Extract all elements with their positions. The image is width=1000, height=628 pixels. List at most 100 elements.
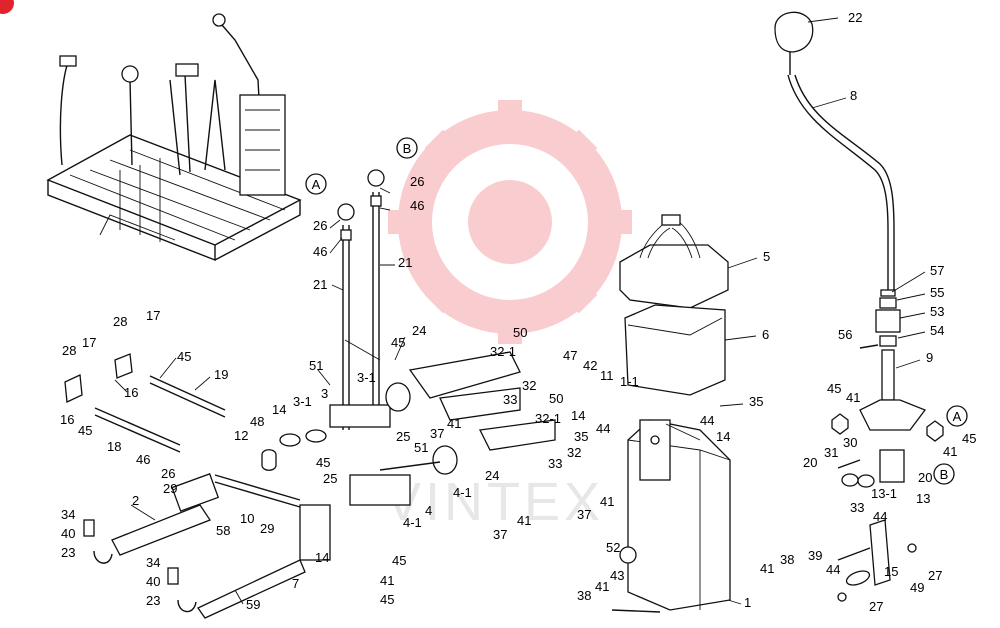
part-label-37a: 37	[577, 507, 591, 522]
part-label-17b: 17	[82, 335, 96, 350]
part-label-41c: 41	[760, 561, 774, 576]
part-label-3-1b: 3-1	[293, 394, 312, 409]
left-shafts	[64, 353, 331, 619]
part-label-45f: 45	[380, 592, 394, 607]
part-label-42: 42	[583, 358, 597, 373]
part-label-4: 4	[425, 503, 432, 518]
part-label-24b: 24	[485, 468, 499, 483]
part-label-41f: 41	[447, 416, 461, 431]
part-label-38a: 38	[780, 552, 794, 567]
part-label-29b: 29	[163, 481, 177, 496]
part-label-34b: 34	[146, 555, 160, 570]
part-label-3: 3	[321, 386, 328, 401]
center-linkage	[329, 169, 556, 506]
watermark-text: VINTEX	[385, 472, 604, 532]
part-label-44a: 44	[700, 413, 714, 428]
part-label-41e: 41	[600, 494, 614, 509]
part-label-3-1a: 3-1	[357, 370, 376, 385]
part-label-26c: 26	[313, 218, 327, 233]
part-number-labels: 2285755535456945414541303120201313-13344…	[60, 10, 976, 614]
part-label-1-1: 1-1	[620, 374, 639, 389]
callout-label-B-right: B	[940, 467, 949, 482]
part-label-27a: 27	[928, 568, 942, 583]
callout-circle-B-right	[933, 463, 955, 485]
part-label-14b: 14	[571, 408, 585, 423]
part-label-28b: 28	[62, 343, 76, 358]
callout-label-A-top: A	[312, 177, 321, 192]
part-label-45g: 45	[177, 349, 191, 364]
part-label-7: 7	[292, 576, 299, 591]
part-label-46b: 46	[410, 198, 424, 213]
part-label-6: 6	[762, 327, 769, 342]
part-label-45a: 45	[827, 381, 841, 396]
part-label-14d: 14	[272, 402, 286, 417]
part-label-41h: 41	[380, 573, 394, 588]
part-label-24a: 24	[412, 323, 426, 338]
part-label-30: 30	[843, 435, 857, 450]
part-label-35b: 35	[574, 429, 588, 444]
part-label-46a: 46	[136, 452, 150, 467]
part-label-25a: 25	[396, 429, 410, 444]
part-label-4-1b: 4-1	[403, 515, 422, 530]
part-label-45e: 45	[392, 553, 406, 568]
corner-badge	[0, 0, 14, 14]
part-label-32a: 32	[522, 378, 536, 393]
part-label-29a: 29	[260, 521, 274, 536]
part-label-41d: 41	[595, 579, 609, 594]
part-label-39: 39	[808, 548, 822, 563]
part-label-33b: 33	[548, 456, 562, 471]
callout-group: A B A B	[305, 137, 968, 485]
part-label-50a: 50	[549, 391, 563, 406]
part-label-48: 48	[250, 414, 264, 429]
part-label-46c: 46	[313, 244, 327, 259]
part-label-59: 59	[246, 597, 260, 612]
part-label-50b: 50	[513, 325, 527, 340]
callout-circle-A-right	[946, 405, 968, 427]
control-lever-assembly	[774, 11, 944, 602]
part-label-54: 54	[930, 323, 944, 338]
part-label-32b: 32	[567, 445, 581, 460]
part-label-45b: 45	[962, 431, 976, 446]
part-label-9: 9	[926, 350, 933, 365]
part-label-35a: 35	[749, 394, 763, 409]
part-label-14c: 14	[315, 550, 329, 565]
part-label-47: 47	[563, 348, 577, 363]
part-label-2: 2	[132, 493, 139, 508]
callout-label-A-right: A	[953, 409, 962, 424]
part-label-56: 56	[838, 327, 852, 342]
part-label-51a: 51	[309, 358, 323, 373]
callout-label-B-top: B	[403, 141, 412, 156]
base-body	[611, 419, 731, 613]
part-label-58: 58	[216, 523, 230, 538]
part-label-11: 11	[600, 368, 614, 383]
part-label-43: 43	[610, 568, 624, 583]
part-label-27b: 27	[869, 599, 883, 614]
part-label-38b: 38	[577, 588, 591, 603]
part-label-20a: 20	[803, 455, 817, 470]
leader-lines	[114, 17, 926, 605]
part-label-13-1: 13-1	[871, 486, 897, 501]
part-label-1: 1	[744, 595, 751, 610]
part-label-25b: 25	[323, 471, 337, 486]
part-label-33r: 33	[850, 500, 864, 515]
boot-and-box	[619, 214, 729, 396]
part-label-40b: 40	[146, 574, 160, 589]
watermark-logo	[388, 100, 632, 344]
part-label-12: 12	[234, 428, 248, 443]
part-label-45h: 45	[78, 423, 92, 438]
part-label-44b: 44	[596, 421, 610, 436]
part-label-15: 15	[884, 564, 898, 579]
part-label-26b: 26	[410, 174, 424, 189]
part-label-32-1a: 32-1	[490, 344, 516, 359]
part-label-44r2: 44	[826, 562, 840, 577]
part-label-51b: 51	[414, 440, 428, 455]
part-label-20b: 20	[918, 470, 932, 485]
part-label-31: 31	[824, 445, 838, 460]
part-label-14a: 14	[716, 429, 730, 444]
part-label-21b: 21	[313, 277, 327, 292]
part-label-53: 53	[930, 304, 944, 319]
part-label-17a: 17	[146, 308, 160, 323]
part-label-16b: 16	[60, 412, 74, 427]
